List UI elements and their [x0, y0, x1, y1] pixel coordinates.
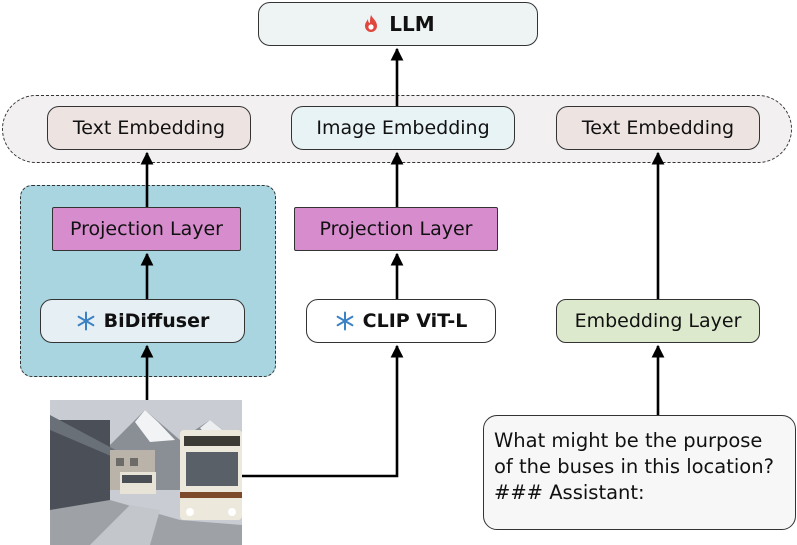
text-embedding-left-label: Text Embedding: [72, 117, 226, 139]
snowflake-icon: [336, 311, 354, 331]
projection-layer-left: Projection Layer: [52, 207, 241, 251]
clip-vit-box: CLIP ViT-L: [306, 299, 496, 343]
text-embedding-right: Text Embedding: [556, 106, 760, 150]
projection-layer-left-label: Projection Layer: [70, 218, 223, 240]
image-embedding-label: Image Embedding: [316, 117, 490, 139]
bidiffuser-box: BiDiffuser: [40, 299, 245, 343]
query-text: What might be the purpose of the buses i…: [494, 429, 774, 504]
llm-box: LLM: [258, 2, 538, 46]
embedding-layer-box: Embedding Layer: [556, 299, 760, 343]
projection-layer-middle: Projection Layer: [294, 207, 498, 251]
flame-icon: [365, 15, 378, 32]
image-embedding: Image Embedding: [291, 106, 515, 150]
clip-vit-label: CLIP ViT-L: [362, 310, 468, 332]
llm-label: LLM: [389, 12, 435, 36]
embedding-layer-label: Embedding Layer: [574, 310, 742, 332]
bus-station-photo: [50, 400, 242, 545]
query-text-box: What might be the purpose of the buses i…: [483, 415, 796, 530]
bidiffuser-label: BiDiffuser: [103, 310, 210, 332]
snowflake-icon: [77, 311, 95, 331]
text-embedding-left: Text Embedding: [47, 106, 251, 150]
projection-layer-middle-label: Projection Layer: [319, 218, 473, 240]
arrow-photo-to-clip: [242, 344, 404, 478]
text-embedding-right-label: Text Embedding: [581, 117, 735, 139]
